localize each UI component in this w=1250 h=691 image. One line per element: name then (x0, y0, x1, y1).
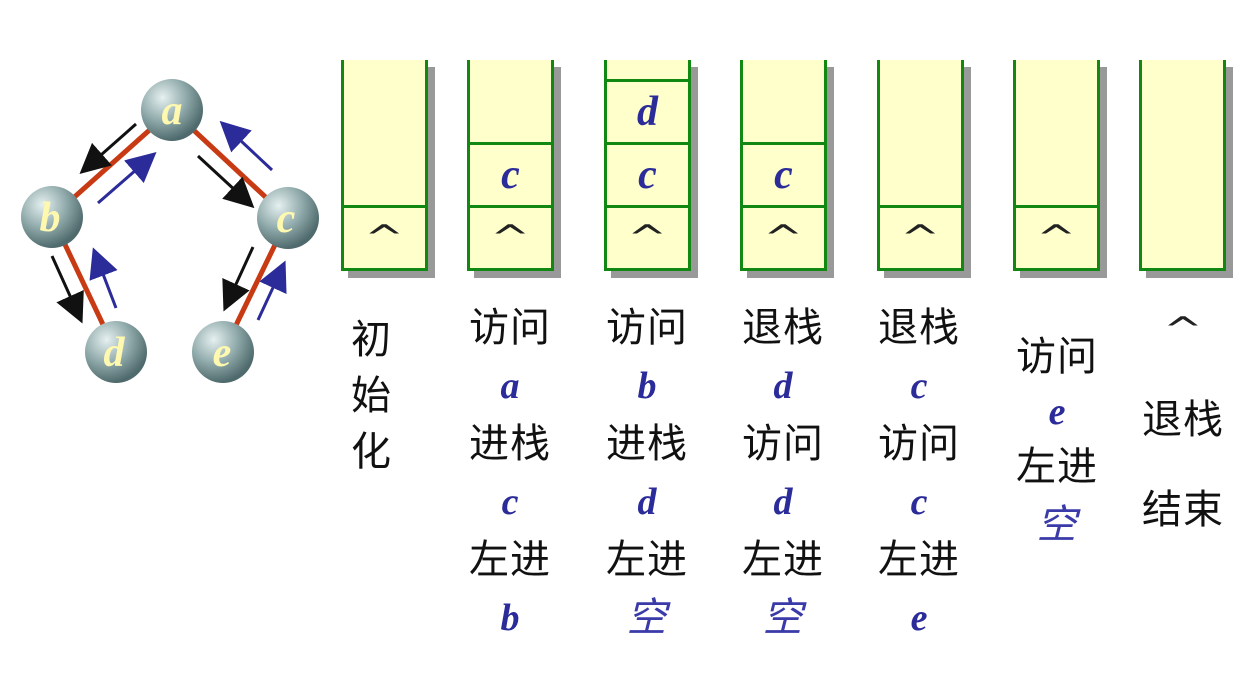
caption-text: 化 (351, 429, 391, 475)
arrow-a-to-b (79, 122, 137, 174)
caption-text: 进栈 (469, 421, 551, 467)
caption-text: 退栈 (742, 305, 824, 351)
svg-text:b: b (40, 195, 61, 241)
node-c: c (257, 187, 319, 249)
caption-node: e (910, 597, 928, 639)
stack-cell: c (470, 142, 551, 205)
node-a: a (141, 79, 203, 141)
caption-col-3: 退栈 d 访问 d 左进 空 (728, 299, 838, 647)
caption-text: 访问 (878, 421, 960, 467)
stack-cell: ^ (607, 205, 688, 268)
caption-col-0: 初 始 化 (346, 312, 396, 480)
caption-text: 退栈 (878, 305, 960, 351)
binary-tree: a b c d e (21, 79, 319, 383)
caption-null: ^ (1163, 310, 1203, 350)
caption-text: 访问 (742, 421, 824, 467)
node-e: e (192, 321, 254, 383)
caption-text: 进栈 (606, 421, 688, 467)
caption-col-6: ^ 退栈 结束 (1128, 300, 1238, 560)
caption-text: 访问 (1016, 334, 1098, 380)
arrow-d-to-b (89, 247, 118, 309)
stack-cell: d (607, 79, 688, 142)
caption-text: 访问 (469, 305, 551, 351)
caption-col-2: 访问 b 进栈 d 左进 空 (592, 299, 702, 647)
arrow-c-to-a (219, 120, 274, 172)
caption-text: 左进 (742, 537, 824, 583)
stack-cell: ^ (344, 205, 425, 268)
arrow-c-to-e (222, 246, 255, 312)
caption-node: d (773, 481, 793, 523)
caption-node: b (500, 597, 520, 639)
caption-node: d (773, 365, 793, 407)
arrow-b-to-a (97, 152, 157, 205)
stack-cell: c (607, 142, 688, 205)
stack-cell: ^ (470, 205, 551, 268)
arrow-a-to-c (196, 154, 255, 209)
node-d: d (85, 321, 147, 383)
caption-text: 左进 (1016, 444, 1098, 490)
caption-text: 左进 (469, 537, 551, 583)
caption-node: c (910, 481, 928, 523)
caption-text: 退栈 (1142, 397, 1224, 443)
svg-text:a: a (162, 88, 183, 134)
svg-text:c: c (277, 196, 296, 242)
caption-text: 左进 (878, 537, 960, 583)
svg-text:d: d (104, 330, 126, 376)
caption-col-4: 退栈 c 访问 c 左进 e (864, 299, 974, 647)
caption-text: 访问 (606, 305, 688, 351)
node-b: b (21, 186, 83, 248)
caption-node: a (500, 365, 520, 407)
caption-empty: 空 (1036, 502, 1078, 548)
stack-cell: ^ (743, 205, 824, 268)
caption-node: c (501, 481, 519, 523)
caption-node: b (637, 365, 657, 407)
caption-empty: 空 (626, 595, 668, 641)
caption-text: 初 (351, 317, 391, 363)
caption-text: 始 (351, 373, 391, 419)
caption-node: e (1048, 391, 1066, 433)
stack-cell: ^ (1016, 205, 1097, 268)
stack-cell: c (743, 142, 824, 205)
svg-text:e: e (213, 330, 232, 376)
stack-cell: ^ (880, 205, 961, 268)
arrow-e-to-c (256, 260, 287, 321)
arrow-b-to-d (50, 255, 84, 324)
caption-text: 结束 (1142, 487, 1224, 533)
caption-node: c (910, 365, 928, 407)
caption-col-1: 访问 a 进栈 c 左进 b (455, 299, 565, 647)
caption-col-5: 访问 e 左进 空 (1002, 328, 1112, 554)
caption-node: d (637, 481, 657, 523)
caption-empty: 空 (762, 595, 804, 641)
caption-text: 左进 (606, 537, 688, 583)
